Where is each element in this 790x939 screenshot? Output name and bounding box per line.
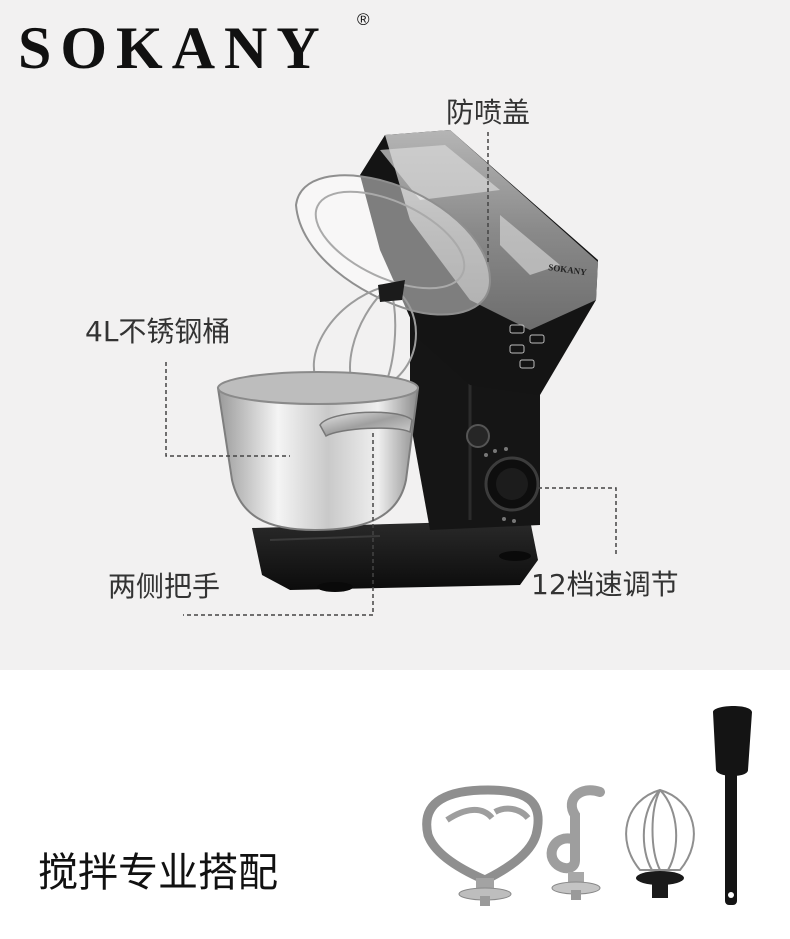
callout-splash-guard: 防喷盖 (446, 96, 531, 129)
wire-whisk-icon (625, 788, 695, 898)
dough-hook-icon (546, 785, 605, 900)
flat-beater-icon (422, 785, 543, 906)
stand-mixer: SOKANY (216, 130, 598, 592)
callout-lines (165, 132, 617, 616)
callout-handles: 两侧把手 (108, 570, 221, 603)
brand-logo: SOKANY (18, 15, 329, 81)
callout-bowl: 4L不锈钢桶 (85, 315, 231, 348)
accessories-illustration (422, 705, 752, 906)
accessories-title: 搅拌专业搭配 (38, 850, 278, 896)
tilt-button-icon (466, 424, 490, 448)
registered-mark: ® (357, 10, 370, 29)
bowl-handle-icon (319, 411, 413, 438)
spatula-icon (713, 705, 752, 905)
callout-speed-control: 12档速调节 (531, 568, 679, 601)
